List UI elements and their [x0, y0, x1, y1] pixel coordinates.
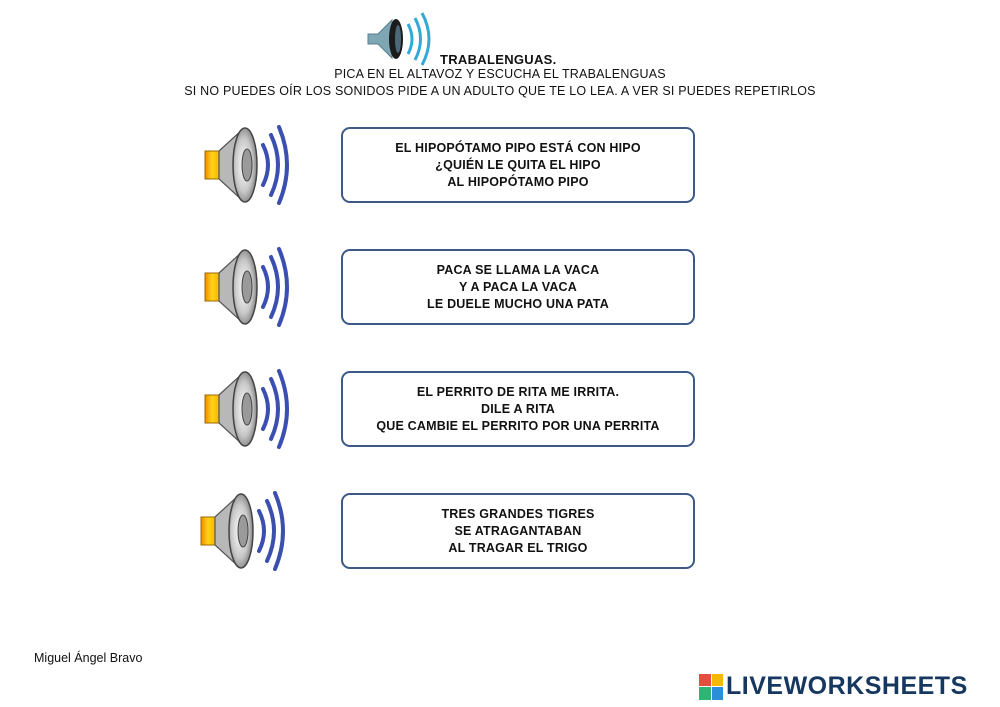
tongue-twister-box: PACA SE LLAMA LA VACA Y A PACA LA VACA LE … [341, 249, 695, 325]
tongue-twister-line: LE DUELE MUCHO UNA PATA [427, 296, 609, 311]
play-speaker-icon[interactable] [197, 365, 297, 455]
tongue-twister-line: PACA SE LLAMA LA VACA [436, 262, 600, 277]
tongue-twister-line: AL HIPOPÓTAMO PIPO [447, 174, 589, 189]
tongue-twister-line: EL HIPOPÓTAMO PIPO ESTÁ CON HIPO [395, 140, 641, 155]
instruction-line-2: SI NO PUEDES OÍR LOS SONIDOS PIDE A UN A… [184, 84, 816, 98]
tongue-twister-line: DILE A RITA [481, 401, 555, 416]
tongue-twister-box: TRES GRANDES TIGRES SE ATRAGANTABAN AL TRA… [341, 493, 695, 569]
tongue-twister-line: TRES GRANDES TIGRES [441, 506, 595, 521]
tongue-twister-line: QUE CAMBIE EL PERRITO POR UNA PERRITA [376, 418, 660, 433]
tongue-twister-line: AL TRAGAR EL TRIGO [448, 540, 588, 555]
play-speaker-icon[interactable] [197, 243, 297, 333]
play-speaker-icon[interactable] [197, 121, 297, 211]
tongue-twister-line: ¿QUIÉN LE QUITA EL HIPO [435, 157, 601, 172]
liveworksheets-logo: LIVEWORKSHEETS [699, 672, 968, 701]
tongue-twister-line: SE ATRAGANTABAN [454, 523, 582, 538]
header-speaker-icon[interactable] [362, 10, 442, 68]
page-title: TRABALENGUAS. [440, 52, 557, 67]
brand-mark-icon [699, 673, 723, 700]
brand-name: LIVEWORKSHEETS [726, 672, 968, 700]
tongue-twister-box: EL PERRITO DE RITA ME IRRITA. DILE A RITA… [341, 371, 695, 447]
tongue-twister-line: EL PERRITO DE RITA ME IRRITA. [416, 384, 620, 399]
tongue-twister-box: EL HIPOPÓTAMO PIPO ESTÁ CON HIPO ¿QUIÉN L… [341, 127, 695, 203]
author-credit: Miguel Ángel Bravo [34, 651, 143, 665]
tongue-twister-line: Y A PACA LA VACA [458, 279, 578, 294]
instruction-line-1: PICA EN EL ALTAVOZ Y ESCUCHA EL TRABALEN… [334, 67, 666, 81]
play-speaker-icon[interactable] [193, 487, 293, 577]
